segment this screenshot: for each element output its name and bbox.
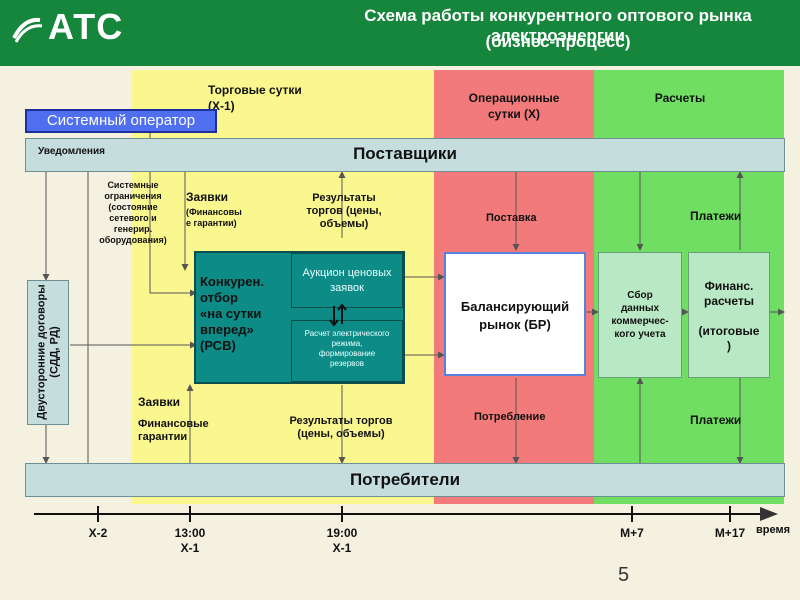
suppliers-bar: Уведомления Поставщики <box>25 138 785 172</box>
balancing-market-box: Балансирующий рынок (БР) <box>444 252 586 376</box>
payments-top-label: Платежи <box>690 209 742 223</box>
logo-icon <box>12 17 43 43</box>
fin-settlements-box: Финанс. расчеты (итоговые ) <box>688 252 770 378</box>
system-operator-box: Системный оператор <box>25 109 217 133</box>
suppliers-label: Поставщики <box>353 144 457 163</box>
payments-bottom-label: Платежи <box>690 413 742 427</box>
regime-calc-box: Расчет электрического режима, формирован… <box>291 320 403 382</box>
page-subtitle: (бизнес-процесс) <box>485 32 631 51</box>
bids-top-subtitle: (Финансовы е гарантии) <box>186 207 242 228</box>
sync-arrows-icon <box>329 304 347 326</box>
consumers-bar: Потребители <box>25 463 785 497</box>
notifications-label: Уведомления <box>38 146 105 157</box>
tick-x-2: Х-2 <box>88 526 108 540</box>
tick-m7: М+7 <box>620 526 644 540</box>
competitive-selection-label: Конкурен. отбор «на сутки вперед» (РСВ) <box>200 274 264 353</box>
consumption-label: Потребление <box>474 411 546 423</box>
tick-19-00: 19:00 Х-1 <box>326 526 358 555</box>
bilateral-contracts-label: Двусторонние договоры (СДД, РД) <box>35 284 61 420</box>
auction-box: Аукцион ценовых заявок <box>291 253 403 308</box>
delivery-label: Поставка <box>486 212 537 224</box>
data-collection-box: Сбор данных коммерчес- кого учета <box>598 252 682 378</box>
logo-text: АТС <box>48 6 124 47</box>
page-number: 5 <box>618 564 630 586</box>
operational-day-title: Операционные сутки (Х) <box>468 91 560 121</box>
settlements-title: Расчеты <box>654 91 706 105</box>
tick-13-00: 13:00 Х-1 <box>174 526 206 555</box>
results-bottom-label: Результаты торгов (цены, объемы) <box>289 415 393 440</box>
header-bar: АТС Схема работы конкурентного оптового … <box>0 0 800 66</box>
tick-m17: М+17 <box>714 526 746 540</box>
system-constraints-label: Системные ограничения (состояние сетевог… <box>99 180 167 245</box>
results-top-label: Результаты торгов (цены, объемы) <box>306 192 382 230</box>
bids-bottom-title: Заявки <box>138 395 180 409</box>
bids-top-title: Заявки <box>186 190 228 204</box>
bilateral-contracts-box: Двусторонние договоры (СДД, РД) <box>27 280 69 425</box>
time-axis-label: время <box>756 524 791 536</box>
page-title: Схема работы конкурентного оптового рынк… <box>364 6 752 45</box>
bids-bottom-subtitle: Финансовые гарантии <box>138 418 209 443</box>
